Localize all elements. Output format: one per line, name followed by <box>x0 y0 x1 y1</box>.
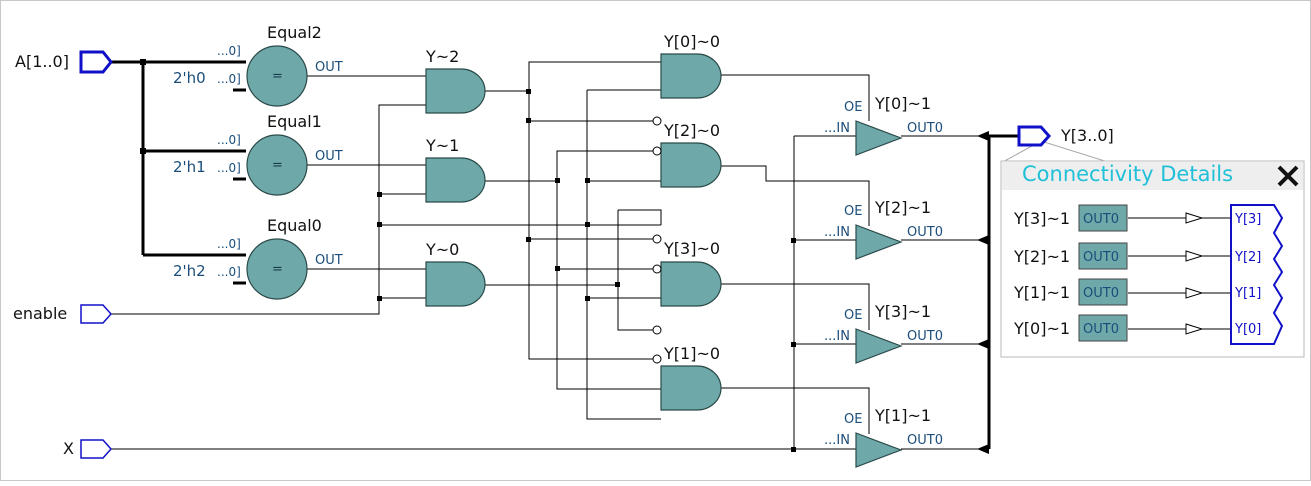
connectivity-row[interactable]: Y[3]~1 OUT0 Y[3] <box>1013 204 1261 232</box>
and-gate-y1[interactable]: Y~1 <box>425 136 486 203</box>
buffer-name: Y[2]~1 <box>874 198 931 217</box>
comparator-pin: ...0] <box>217 133 241 147</box>
comparator-const: 2'h1 <box>173 158 206 176</box>
port-x-label: X <box>63 439 74 458</box>
comparator-pin: ...0] <box>217 237 241 251</box>
comparator-const: 2'h2 <box>173 262 206 280</box>
gate-name: Y[2]~0 <box>663 121 720 140</box>
junction-dots <box>140 59 796 452</box>
gate-name: Y~1 <box>425 136 459 155</box>
buffer-in-pin: ...IN <box>824 433 850 448</box>
buffer-oe-pin: OE <box>844 100 862 115</box>
comparator-pin: ...0] <box>217 72 241 86</box>
comparator-pin: ...0] <box>217 44 241 58</box>
port-x[interactable]: X <box>63 439 113 459</box>
and-gate-y0-0[interactable]: Y[0]~0 <box>660 32 722 99</box>
and-gate-y2[interactable]: Y~2 <box>425 47 486 114</box>
comparator-symbol: = <box>272 69 283 84</box>
comparator-out-pin: OUT <box>315 253 343 268</box>
buffer-name: Y[1]~1 <box>874 406 931 425</box>
comparator-symbol: = <box>272 158 283 173</box>
row-target: Y[0] <box>1234 322 1261 337</box>
comparator-equal1[interactable]: = Equal1 ...0] ...0] 2'h1 OUT <box>173 112 343 196</box>
and-gate-y1-0[interactable]: Y[1]~0 <box>652 344 722 411</box>
port-enable-label: enable <box>13 304 67 323</box>
comparator-const: 2'h0 <box>173 69 206 87</box>
gate-name: Y~2 <box>425 47 459 66</box>
row-pin: OUT0 <box>1083 212 1119 227</box>
connectivity-row[interactable]: Y[0]~1 OUT0 Y[0] <box>1013 314 1261 342</box>
connectivity-row[interactable]: Y[1]~1 OUT0 Y[1] <box>1013 278 1261 306</box>
comparator-name: Equal2 <box>267 23 322 42</box>
buffer-y2-1[interactable]: Y[2]~1 OE ...IN OUT0 <box>824 198 943 260</box>
and-gate-y3-0[interactable]: Y[3]~0 <box>652 234 722 335</box>
buffer-oe-pin: OE <box>844 308 862 323</box>
gate-name: Y~0 <box>425 240 459 259</box>
buffer-in-pin: ...IN <box>824 121 850 136</box>
row-source: Y[2]~1 <box>1013 247 1070 266</box>
row-source: Y[1]~1 <box>1013 283 1070 302</box>
gate-name: Y[1]~0 <box>663 344 720 363</box>
buffer-out-pin: OUT0 <box>907 121 943 136</box>
close-x-icon[interactable] <box>1271 163 1301 189</box>
connectivity-details-panel[interactable]: Connectivity Details Y[3]~1 OUT0 Y[3] Y[… <box>1000 160 1305 358</box>
comparator-pin: ...0] <box>217 161 241 175</box>
buffer-name: Y[0]~1 <box>874 94 931 113</box>
wires <box>111 60 1112 454</box>
row-target: Y[1] <box>1234 286 1261 301</box>
connectivity-row[interactable]: Y[2]~1 OUT0 Y[2] <box>1013 242 1261 270</box>
panel-title: Connectivity Details <box>1022 162 1233 186</box>
buffer-oe-pin: OE <box>844 204 862 219</box>
comparator-out-pin: OUT <box>315 60 343 75</box>
comparator-name: Equal1 <box>267 112 322 131</box>
row-target: Y[3] <box>1234 212 1261 227</box>
buffer-y3-1[interactable]: Y[3]~1 OE ...IN OUT0 <box>824 302 943 364</box>
comparator-pin: ...0] <box>217 265 241 279</box>
port-y-bus[interactable]: Y[3..0] <box>1017 125 1114 147</box>
buffer-y0-1[interactable]: Y[0]~1 OE ...IN OUT0 <box>824 94 943 156</box>
buffer-y1-1[interactable]: Y[1]~1 OE ...IN OUT0 <box>824 406 943 468</box>
row-pin: OUT0 <box>1083 250 1119 265</box>
port-y-label: Y[3..0] <box>1060 126 1114 145</box>
row-target: Y[2] <box>1234 250 1261 265</box>
row-source: Y[3]~1 <box>1013 209 1070 228</box>
gate-name: Y[3]~0 <box>663 239 720 258</box>
port-a-bus[interactable]: A[1..0] <box>15 50 113 74</box>
buffer-oe-pin: OE <box>844 412 862 427</box>
row-source: Y[0]~1 <box>1013 319 1070 338</box>
gate-name: Y[0]~0 <box>663 32 720 51</box>
port-enable[interactable]: enable <box>13 304 113 324</box>
buffer-in-pin: ...IN <box>824 329 850 344</box>
buffer-in-pin: ...IN <box>824 225 850 240</box>
comparator-name: Equal0 <box>267 216 322 235</box>
row-pin: OUT0 <box>1083 286 1119 301</box>
buffer-out-pin: OUT0 <box>907 433 943 448</box>
buffer-out-pin: OUT0 <box>907 225 943 240</box>
row-pin: OUT0 <box>1083 322 1119 337</box>
comparator-out-pin: OUT <box>315 149 343 164</box>
buffer-out-pin: OUT0 <box>907 329 943 344</box>
and-gate-y0[interactable]: Y~0 <box>425 240 486 307</box>
comparator-equal2[interactable]: = Equal2 ...0] ...0] 2'h0 OUT <box>173 23 343 107</box>
buffer-name: Y[3]~1 <box>874 302 931 321</box>
comparator-symbol: = <box>272 262 283 277</box>
comparator-equal0[interactable]: = Equal0 ...0] ...0] 2'h2 OUT <box>173 216 343 300</box>
and-gate-y2-0[interactable]: Y[2]~0 <box>652 116 722 188</box>
port-a-label: A[1..0] <box>15 52 69 71</box>
